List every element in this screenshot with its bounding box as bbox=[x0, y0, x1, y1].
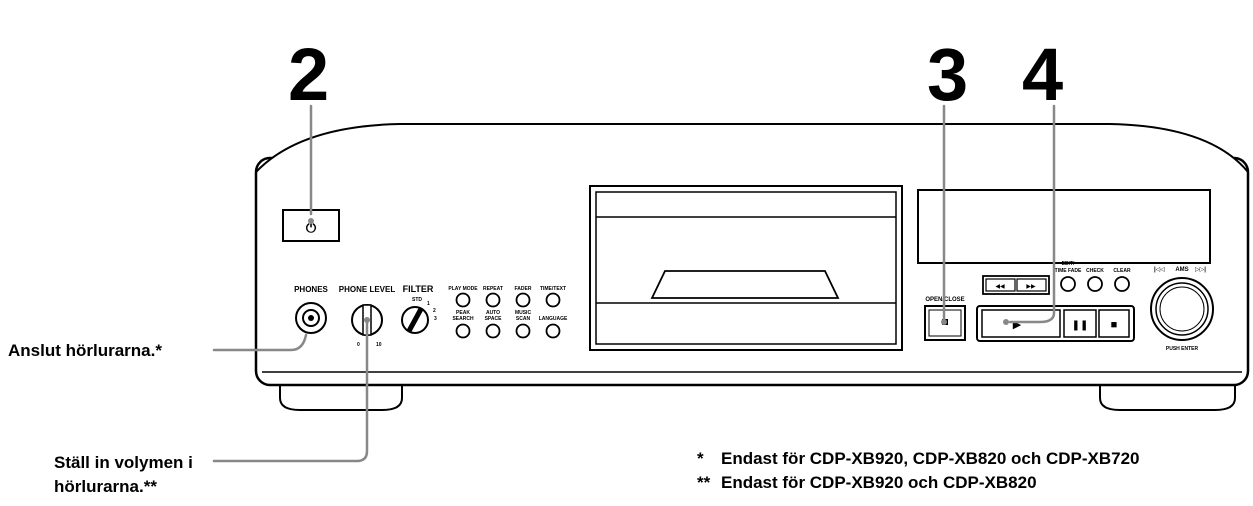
push-enter-label: PUSH ENTER bbox=[1166, 346, 1199, 352]
check-label: CHECK bbox=[1086, 268, 1104, 274]
play-icon: ▶ bbox=[1013, 319, 1022, 331]
music-scan-button[interactable] bbox=[515, 323, 531, 339]
footnote-2-text: Endast för CDP-XB920 och CDP-XB820 bbox=[721, 473, 1037, 492]
pause-button[interactable] bbox=[1063, 309, 1097, 338]
leader-volume bbox=[212, 320, 369, 463]
peak-search-label-1: PEAK bbox=[456, 310, 470, 316]
power-icon: ⏻ bbox=[306, 220, 317, 235]
check-button[interactable] bbox=[1087, 276, 1103, 292]
footnote-2-mark: ** bbox=[697, 473, 711, 492]
callout-volume-line1: Ställ in volymen i bbox=[54, 453, 193, 472]
display-window bbox=[917, 189, 1211, 264]
music-scan-label-1: MUSIC bbox=[515, 310, 532, 316]
repeat-label: REPEAT bbox=[483, 286, 503, 292]
step-3-number: 3 bbox=[927, 33, 969, 116]
filter-2: 2 bbox=[433, 308, 436, 314]
step-2-number: 2 bbox=[288, 33, 330, 116]
ams-label: AMS bbox=[1175, 267, 1188, 273]
footnote-1: * Endast för CDP-XB920, CDP-XB820 och CDP… bbox=[697, 449, 1140, 469]
filter-3: 3 bbox=[434, 316, 437, 322]
phones-label: PHONES bbox=[294, 285, 328, 294]
phone-level-max: 10 bbox=[376, 342, 382, 348]
language-label: LANGUAGE bbox=[539, 316, 568, 322]
phones-jack-hole bbox=[308, 315, 314, 321]
play-mode-label: PLAY MODE bbox=[448, 286, 478, 292]
leader-phones bbox=[212, 333, 308, 352]
leader-volume-dot bbox=[364, 317, 370, 323]
time-text-label: TIME/TEXT bbox=[540, 286, 566, 292]
clear-label: CLEAR bbox=[1113, 268, 1131, 274]
play-mode-button[interactable] bbox=[455, 292, 471, 308]
ams-next-icon: ▷▷| bbox=[1195, 267, 1206, 273]
stop-icon: ■ bbox=[1111, 319, 1118, 331]
player-top bbox=[255, 123, 1249, 173]
filter-label: FILTER bbox=[403, 284, 434, 294]
fast-forward-icon: ▶▶ bbox=[1026, 284, 1036, 290]
filter-1: 1 bbox=[427, 301, 430, 307]
right-foot bbox=[1099, 383, 1236, 411]
peak-search-button[interactable] bbox=[455, 323, 471, 339]
rewind-button[interactable] bbox=[985, 278, 1016, 292]
ams-prev-icon: |◁◁ bbox=[1154, 267, 1165, 273]
rewind-icon: ◀◀ bbox=[995, 284, 1005, 290]
callout-volume-line2: hörlurarna.** bbox=[54, 477, 157, 496]
clear-button[interactable] bbox=[1114, 276, 1130, 292]
phone-level-label: PHONE LEVEL bbox=[339, 285, 396, 294]
auto-space-label-1: AUTO bbox=[486, 310, 500, 316]
leader-step-2-dot bbox=[308, 218, 314, 224]
auto-space-button[interactable] bbox=[485, 323, 501, 339]
leader-step-4-dot bbox=[1003, 319, 1009, 325]
step-4-number: 4 bbox=[1022, 33, 1064, 116]
music-scan-label-2: SCAN bbox=[516, 316, 531, 322]
leader-step-4 bbox=[1008, 104, 1056, 324]
callout-connect-headphones: Anslut hörlurarna.* bbox=[8, 341, 162, 360]
footnote-2: ** Endast för CDP-XB920 och CDP-XB820 bbox=[697, 473, 1037, 493]
language-button[interactable] bbox=[545, 323, 561, 339]
filter-std: STD bbox=[412, 297, 422, 303]
pause-icon: ❚❚ bbox=[1072, 320, 1089, 331]
leader-step-3-dot bbox=[941, 319, 947, 325]
edit-label-2: TIME FADE bbox=[1055, 268, 1082, 274]
stop-button[interactable] bbox=[1098, 309, 1130, 338]
peak-search-label-2: SEARCH bbox=[452, 316, 474, 322]
play-button[interactable] bbox=[981, 309, 1061, 338]
time-text-button[interactable] bbox=[545, 292, 561, 308]
leader-lines bbox=[212, 104, 1056, 463]
ams-dial-center bbox=[1159, 286, 1205, 332]
fast-forward-button[interactable] bbox=[1016, 278, 1047, 292]
left-foot bbox=[279, 383, 403, 411]
repeat-button[interactable] bbox=[485, 292, 501, 308]
filter-knob-grip bbox=[406, 307, 424, 333]
fader-label: FADER bbox=[515, 286, 532, 292]
disc-tray-slot bbox=[650, 270, 840, 299]
footnote-1-mark: * bbox=[697, 449, 704, 468]
disc-tray-door bbox=[595, 191, 897, 345]
footnote-1-text: Endast för CDP-XB920, CDP-XB820 och CDP-… bbox=[721, 449, 1140, 468]
auto-space-label-2: SPACE bbox=[485, 316, 503, 322]
edit-time-fade-button[interactable] bbox=[1060, 276, 1076, 292]
phone-level-min: 0 bbox=[357, 342, 360, 348]
edit-label-1: EDIT/ bbox=[1062, 261, 1075, 267]
fader-button[interactable] bbox=[515, 292, 531, 308]
